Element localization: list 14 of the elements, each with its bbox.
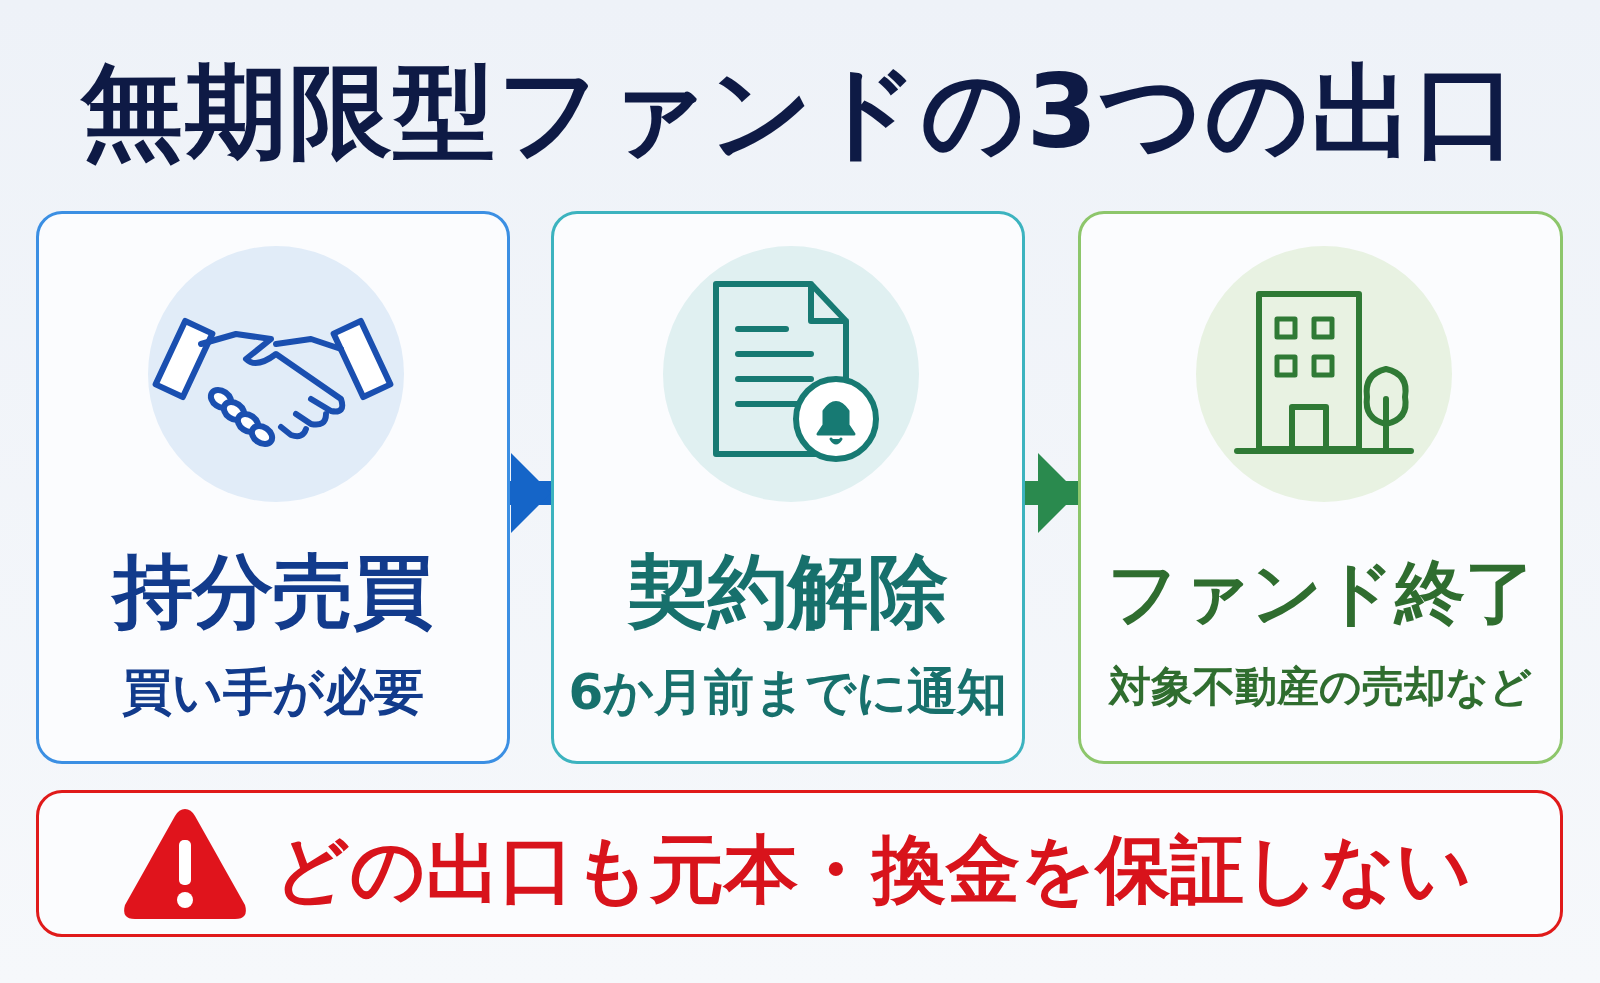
card-heading: 持分売買 <box>110 544 434 640</box>
card-note: 買い手が必要 <box>121 662 425 723</box>
card-note: 対象不動産の売却など <box>1107 661 1533 713</box>
exit-card <box>1078 211 1563 764</box>
card-note: 6か月前までに通知 <box>567 662 1009 723</box>
exit-card <box>551 211 1025 764</box>
warning-text: どの出口も元本・換金を保証しない <box>274 825 1472 914</box>
arrow <box>1025 453 1078 533</box>
card-heading: ファンド終了 <box>1105 551 1536 636</box>
exit-card <box>36 211 510 764</box>
warning-banner <box>36 790 1563 937</box>
card-heading: 契約解除 <box>626 544 949 640</box>
title: 無期限型ファンドの3つの出口 <box>79 51 1521 173</box>
arrow <box>510 453 551 533</box>
